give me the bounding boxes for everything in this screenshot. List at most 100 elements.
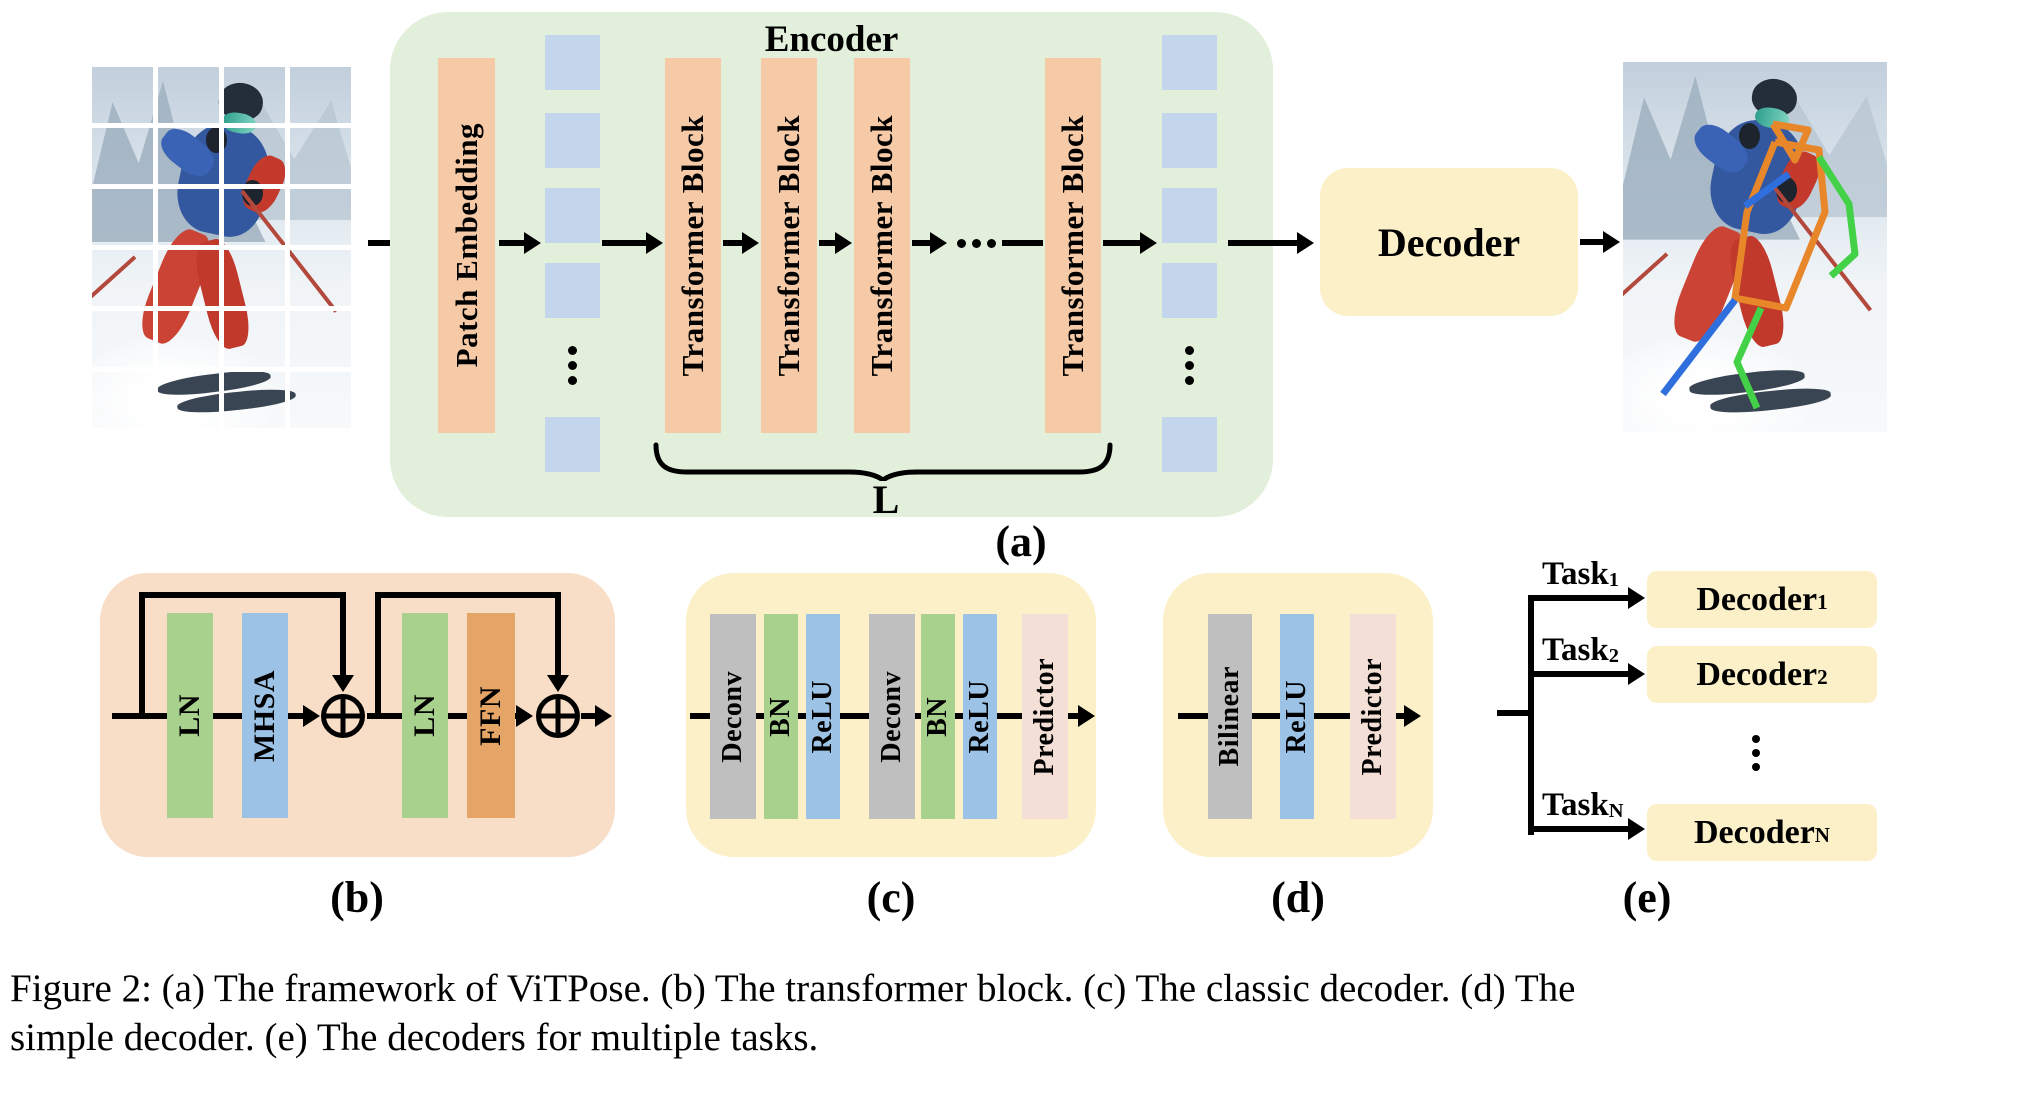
vertical-ellipsis [1752, 749, 1760, 757]
bilinear-label: Bilinear [1214, 666, 1245, 767]
pose-skeleton [1660, 120, 1859, 410]
patch-embedding-bar: Patch Embedding [438, 58, 495, 433]
skip-connection-2 [555, 592, 561, 675]
task-n-label: TaskN [1542, 787, 1624, 823]
bn-label: BN [922, 696, 953, 737]
flow-arrow [499, 240, 524, 246]
task-branch-2 [1531, 671, 1628, 677]
predictor-label: Predictor [1357, 657, 1388, 776]
bn-label: BN [765, 696, 796, 737]
ln-bar-2: LN [402, 613, 448, 818]
output-image [1623, 62, 1887, 432]
predictor-label: Predictor [1029, 657, 1060, 776]
relu-bar-1: ReLU [806, 614, 840, 819]
figure-caption-line-2: simple decoder. (e) The decoders for mul… [10, 1016, 819, 1060]
relu-label: ReLU [807, 679, 838, 754]
bilinear-bar: Bilinear [1208, 614, 1252, 819]
bn-bar-2: BN [921, 614, 955, 819]
ln-label: LN [173, 694, 206, 737]
brace-label: L [872, 477, 900, 522]
mhsa-label: MHSA [248, 669, 281, 762]
relu-label: ReLU [964, 679, 995, 754]
flow-arrowhead [1404, 705, 1421, 727]
add-circle-plus-icon [536, 694, 580, 738]
token [545, 417, 600, 472]
flow-arrow [912, 240, 930, 246]
transformer-block-2: Transformer Block [761, 58, 817, 433]
token [1162, 188, 1217, 243]
token [1162, 417, 1217, 472]
vertical-ellipsis [568, 376, 577, 385]
flow-arrowhead [646, 232, 663, 254]
skip-connection-1 [139, 592, 346, 598]
flow-arrow [1228, 240, 1297, 246]
token [545, 263, 600, 318]
ffn-label: FFN [474, 685, 507, 746]
encoder-container [390, 12, 1273, 517]
horizontal-ellipsis [987, 239, 996, 248]
vertical-ellipsis [1752, 763, 1760, 771]
decoder-box: Decoder [1320, 168, 1578, 316]
flow-line [1002, 240, 1043, 246]
figure-caption: Figure 2: (a) The framework of ViTPose. … [10, 964, 1575, 1062]
task-2-label: Task2 [1542, 632, 1619, 668]
transformer-block-label: Transformer Block [864, 114, 899, 377]
flow-arrowhead [1297, 232, 1314, 254]
token [545, 188, 600, 243]
decoder-label: Decoder [1377, 219, 1521, 265]
flow-arrow [723, 240, 742, 246]
horizontal-ellipsis [957, 239, 966, 248]
vertical-ellipsis [568, 346, 577, 355]
token [1162, 263, 1217, 318]
relu-label: ReLU [1281, 679, 1312, 754]
flow-arrow [1103, 240, 1140, 246]
flow-arrow [1580, 239, 1603, 245]
input-image [92, 67, 351, 432]
mhsa-bar: MHSA [242, 613, 288, 818]
vertical-ellipsis [568, 361, 577, 370]
flow-arrow [581, 713, 595, 719]
horizontal-ellipsis [972, 239, 981, 248]
flow-arrowhead [742, 232, 759, 254]
figure-caption-line-1: Figure 2: (a) The framework of ViTPose. … [10, 967, 1576, 1010]
task-trunk-line [1528, 595, 1534, 835]
skip-connection-1 [139, 595, 145, 716]
vertical-ellipsis [1185, 361, 1194, 370]
panel-b-caption: (b) [330, 873, 384, 922]
panel-a-caption: (a) [995, 517, 1047, 566]
flow-arrow [602, 240, 646, 246]
flow-arrowhead [835, 232, 852, 254]
vertical-ellipsis [1185, 346, 1194, 355]
flow-arrowhead [1140, 232, 1157, 254]
brace-L [653, 442, 1113, 481]
skip-arrowhead [547, 675, 569, 692]
patch-grid-overlay [92, 67, 351, 432]
deconv-bar-2: Deconv [869, 614, 915, 819]
token [545, 113, 600, 168]
flow-arrowhead [524, 232, 541, 254]
bn-bar-1: BN [764, 614, 798, 819]
relu-bar: ReLU [1280, 614, 1314, 819]
deconv-bar-1: Deconv [710, 614, 756, 819]
predictor-bar: Predictor [1350, 614, 1396, 819]
transformer-block-1: Transformer Block [665, 58, 721, 433]
transformer-block-label: Transformer Block [771, 114, 806, 377]
skip-connection-1 [340, 592, 346, 675]
token [545, 35, 600, 90]
add-circle-plus-icon [321, 694, 365, 738]
flow-arrowhead [930, 232, 947, 254]
flow-arrowhead [1628, 663, 1645, 685]
flow-arrow [819, 240, 835, 246]
skier-glove [1739, 123, 1761, 149]
panel-c-caption: (c) [866, 873, 916, 922]
skip-arrowhead [332, 675, 354, 692]
skip-connection-2 [375, 592, 561, 598]
transformer-block-label: Transformer Block [675, 114, 710, 377]
transformer-block-label: Transformer Block [1055, 114, 1090, 377]
task-branch-1 [1531, 595, 1628, 601]
flow-arrowhead [595, 705, 612, 727]
